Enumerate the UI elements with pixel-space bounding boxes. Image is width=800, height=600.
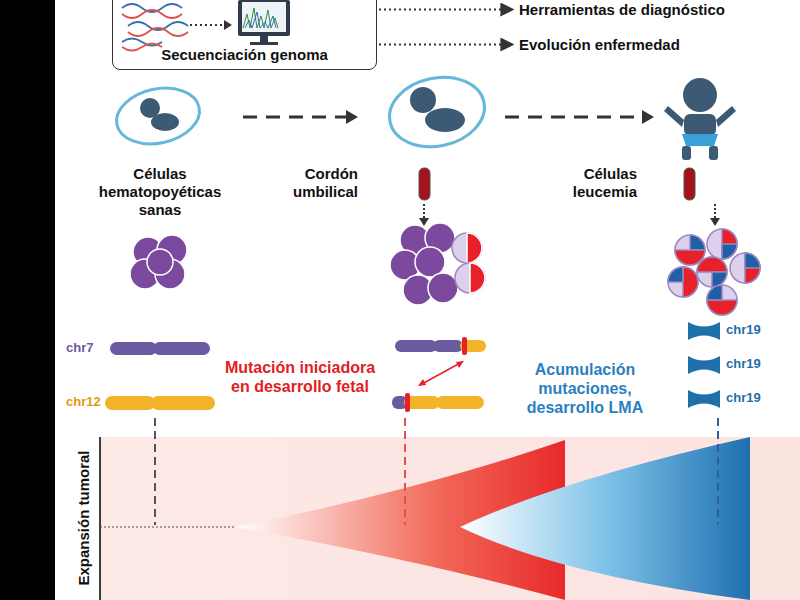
dashed-arrow: [505, 116, 645, 119]
axis-title: Expansión tumoral: [75, 450, 93, 585]
stage-label: Células hematopoyéticas sanas: [85, 165, 235, 219]
output-text: Herramientas de diagnóstico: [517, 0, 741, 22]
dna-icon: [122, 4, 188, 51]
arrow-head: [346, 110, 358, 124]
dotted-connector: [379, 9, 513, 11]
chromosome-name: chr7: [66, 340, 93, 356]
chromosome: [105, 396, 215, 410]
chromosome: [110, 342, 210, 355]
time-marker: [717, 418, 719, 525]
black-margin: [0, 0, 55, 600]
dotted-connector: [379, 44, 513, 46]
time-marker: [154, 418, 156, 525]
output-text: Evolución enfermedad: [517, 32, 696, 57]
baby-icon: [664, 78, 736, 160]
dotted-arrow: [190, 24, 225, 26]
monitor-icon: [238, 0, 290, 45]
leukemia-clone: [460, 437, 750, 600]
mixed-cells: [390, 223, 485, 305]
chromosome-name: chr12: [66, 394, 101, 410]
blood-tube: [684, 168, 720, 226]
healthy-cells: [130, 235, 187, 289]
fetus-icon: [111, 81, 204, 151]
arrow-head: [224, 20, 232, 30]
arrow-head: [418, 361, 464, 386]
phase-label: Mutación iniciadora en desarrollo fetal: [215, 358, 385, 396]
chromosome: [392, 393, 484, 412]
arrow-head: [642, 110, 654, 124]
chart-ground: [100, 437, 800, 600]
fetus-icon: [383, 69, 491, 155]
time-marker: [404, 418, 406, 525]
stage-label: Células leucemia: [547, 165, 637, 201]
phase-label: Acumulación mutaciones, desarrollo LMA: [500, 360, 670, 418]
chromosome: [688, 322, 720, 408]
sequencing-box: Secuenciación genoma: [112, 0, 377, 70]
chromosome-name: chr19: [726, 322, 761, 338]
chromosome: [395, 337, 486, 355]
baseline: [100, 526, 235, 527]
swap-arrow: [420, 362, 462, 385]
axis: [99, 437, 101, 600]
chromosome-name: chr19: [726, 356, 761, 372]
stage-label: Cordón umbilical: [253, 165, 358, 201]
node-text: Herramientas de diagnóstico: [519, 1, 739, 18]
node-text: Evolución enfermedad: [519, 36, 694, 53]
blood-tube: [419, 168, 430, 226]
node-text: Secuenciación genoma: [121, 46, 368, 63]
leukemia-cells: [668, 229, 760, 315]
chromosome-name: chr19: [726, 390, 761, 406]
dashed-arrow: [243, 116, 350, 119]
